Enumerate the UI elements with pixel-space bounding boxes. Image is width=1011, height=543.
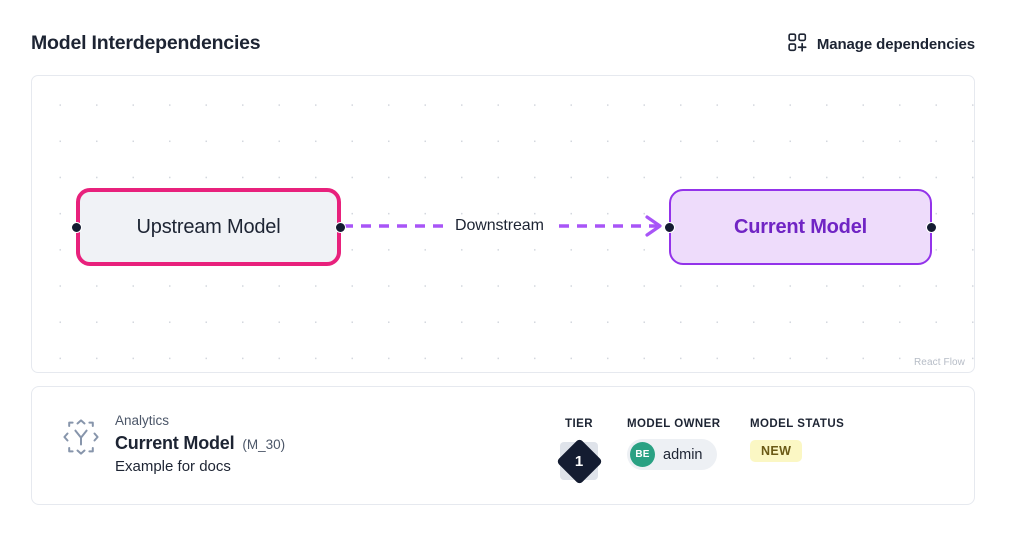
flow-node-current-model[interactable]: Current Model (664, 189, 937, 265)
flow-node-label: Upstream Model (136, 215, 281, 238)
model-detail-card: Analytics Current Model (M_30) Example f… (31, 386, 975, 505)
model-category: Analytics (115, 413, 170, 428)
node-handle-right[interactable] (335, 221, 346, 233)
model-hierarchy-icon (59, 415, 103, 459)
model-status-label: MODEL STATUS (750, 418, 845, 430)
react-flow-attribution[interactable]: React Flow (911, 357, 967, 368)
model-owner-column: MODEL OWNER BE admin (627, 418, 721, 535)
model-owner-pill[interactable]: BE admin (627, 439, 717, 470)
node-handle-left[interactable] (664, 221, 675, 233)
page-header: Model Interdependencies Manage dependenc… (31, 28, 975, 60)
edge-label-downstream: Downstream (448, 215, 551, 237)
model-name: Current Model (115, 432, 235, 453)
avatar: BE (630, 442, 655, 467)
tier-column: TIER 1 (533, 418, 625, 535)
tier-label: TIER (565, 418, 593, 430)
manage-dependencies-label: Manage dependencies (816, 35, 975, 53)
flow-node-upstream-model[interactable]: Upstream Model (71, 188, 346, 266)
model-owner-name: admin (663, 446, 703, 463)
node-handle-left[interactable] (71, 221, 82, 233)
model-detail-text: Analytics Current Model (M_30) Example f… (115, 411, 285, 475)
model-description: Example for docs (115, 457, 231, 475)
model-status-column: MODEL STATUS NEW (750, 418, 844, 535)
grid-add-icon (788, 33, 807, 55)
page-title: Model Interdependencies (31, 32, 261, 55)
tier-value: 1 (574, 452, 584, 470)
status-badge: NEW (750, 440, 803, 462)
flow-node-label: Current Model (734, 215, 867, 238)
node-handle-right[interactable] (926, 221, 937, 233)
manage-dependencies-button[interactable]: Manage dependencies (788, 33, 975, 55)
model-owner-label: MODEL OWNER (627, 418, 721, 430)
tier-badge: 1 (555, 437, 603, 485)
model-code: (M_30) (242, 436, 286, 452)
react-flow-canvas[interactable]: Downstream Upstream Model Current Model … (31, 75, 975, 373)
